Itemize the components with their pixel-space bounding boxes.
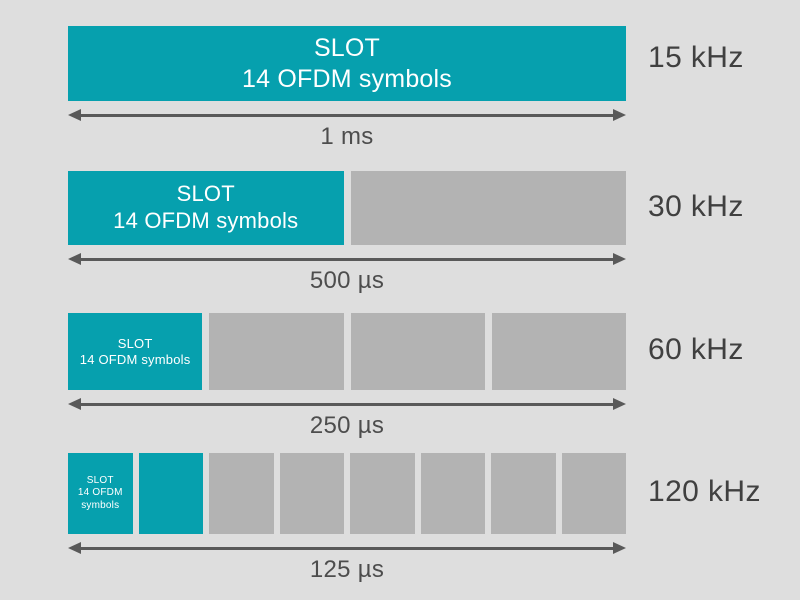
- duration-dimension-60khz: 250 µs: [68, 397, 626, 440]
- arrow-shaft: [79, 403, 615, 406]
- arrow-head-left-icon: [68, 253, 81, 265]
- slot-track-15khz: SLOT 14 OFDM symbols: [68, 26, 626, 101]
- empty-slot-block: [561, 453, 626, 534]
- slot-label-line: symbols: [81, 499, 120, 511]
- duration-label: 250 µs: [309, 412, 385, 439]
- frequency-label-120khz: 120 kHz: [648, 475, 761, 508]
- arrow-shaft: [79, 547, 615, 550]
- duration-label: 500 µs: [309, 267, 385, 294]
- arrow-head-left-icon: [68, 542, 81, 554]
- duration-dimension-120khz: 125 µs: [68, 541, 626, 584]
- slot-label-line: SLOT: [176, 181, 235, 207]
- duration-dimension-15khz: 1 ms: [68, 108, 626, 151]
- empty-slot-block: [209, 313, 344, 390]
- double-arrow-icon: [68, 541, 626, 555]
- arrow-head-right-icon: [613, 253, 626, 265]
- slot-block: SLOT 14 OFDM symbols: [68, 26, 626, 101]
- double-arrow-icon: [68, 397, 626, 411]
- duration-label: 1 ms: [320, 123, 374, 150]
- arrow-head-right-icon: [613, 398, 626, 410]
- empty-slot-block: [350, 171, 626, 245]
- slot-track-120khz: SLOT 14 OFDM symbols: [68, 453, 626, 534]
- arrow-head-left-icon: [68, 109, 81, 121]
- empty-slot-block: [350, 313, 485, 390]
- slot-label-line: SLOT: [117, 335, 153, 351]
- slot-label-line: 14 OFDM symbols: [242, 64, 452, 93]
- empty-slot-block: [350, 453, 415, 534]
- arrow-shaft: [79, 114, 615, 117]
- arrow-shaft: [79, 258, 615, 261]
- empty-slot-block: [279, 453, 344, 534]
- frequency-label-15khz: 15 kHz: [648, 41, 744, 74]
- duration-dimension-30khz: 500 µs: [68, 252, 626, 295]
- slot-label-line: 14 OFDM symbols: [113, 208, 299, 233]
- slot-label-line: SLOT: [86, 475, 114, 487]
- slot-track-60khz: SLOT 14 OFDM symbols: [68, 313, 626, 390]
- double-arrow-icon: [68, 252, 626, 266]
- slot-track-30khz: SLOT 14 OFDM symbols: [68, 171, 626, 245]
- empty-slot-block: [209, 453, 274, 534]
- frequency-label-60khz: 60 kHz: [648, 333, 744, 366]
- slot-block: SLOT 14 OFDM symbols: [68, 171, 344, 245]
- empty-slot-block: [491, 313, 626, 390]
- slot-label-line: SLOT: [313, 34, 381, 62]
- double-arrow-icon: [68, 108, 626, 122]
- arrow-head-right-icon: [613, 542, 626, 554]
- arrow-head-right-icon: [613, 109, 626, 121]
- slot-block: SLOT 14 OFDM symbols: [68, 313, 203, 390]
- slot-label-line: 14 OFDM symbols: [79, 351, 191, 367]
- slot-block: [138, 453, 203, 534]
- empty-slot-block: [420, 453, 485, 534]
- slot-block: SLOT 14 OFDM symbols: [68, 453, 133, 534]
- arrow-head-left-icon: [68, 398, 81, 410]
- frequency-label-30khz: 30 kHz: [648, 190, 744, 223]
- slot-label-line: 14 OFDM: [77, 487, 123, 499]
- duration-label: 125 µs: [309, 556, 385, 583]
- empty-slot-block: [491, 453, 556, 534]
